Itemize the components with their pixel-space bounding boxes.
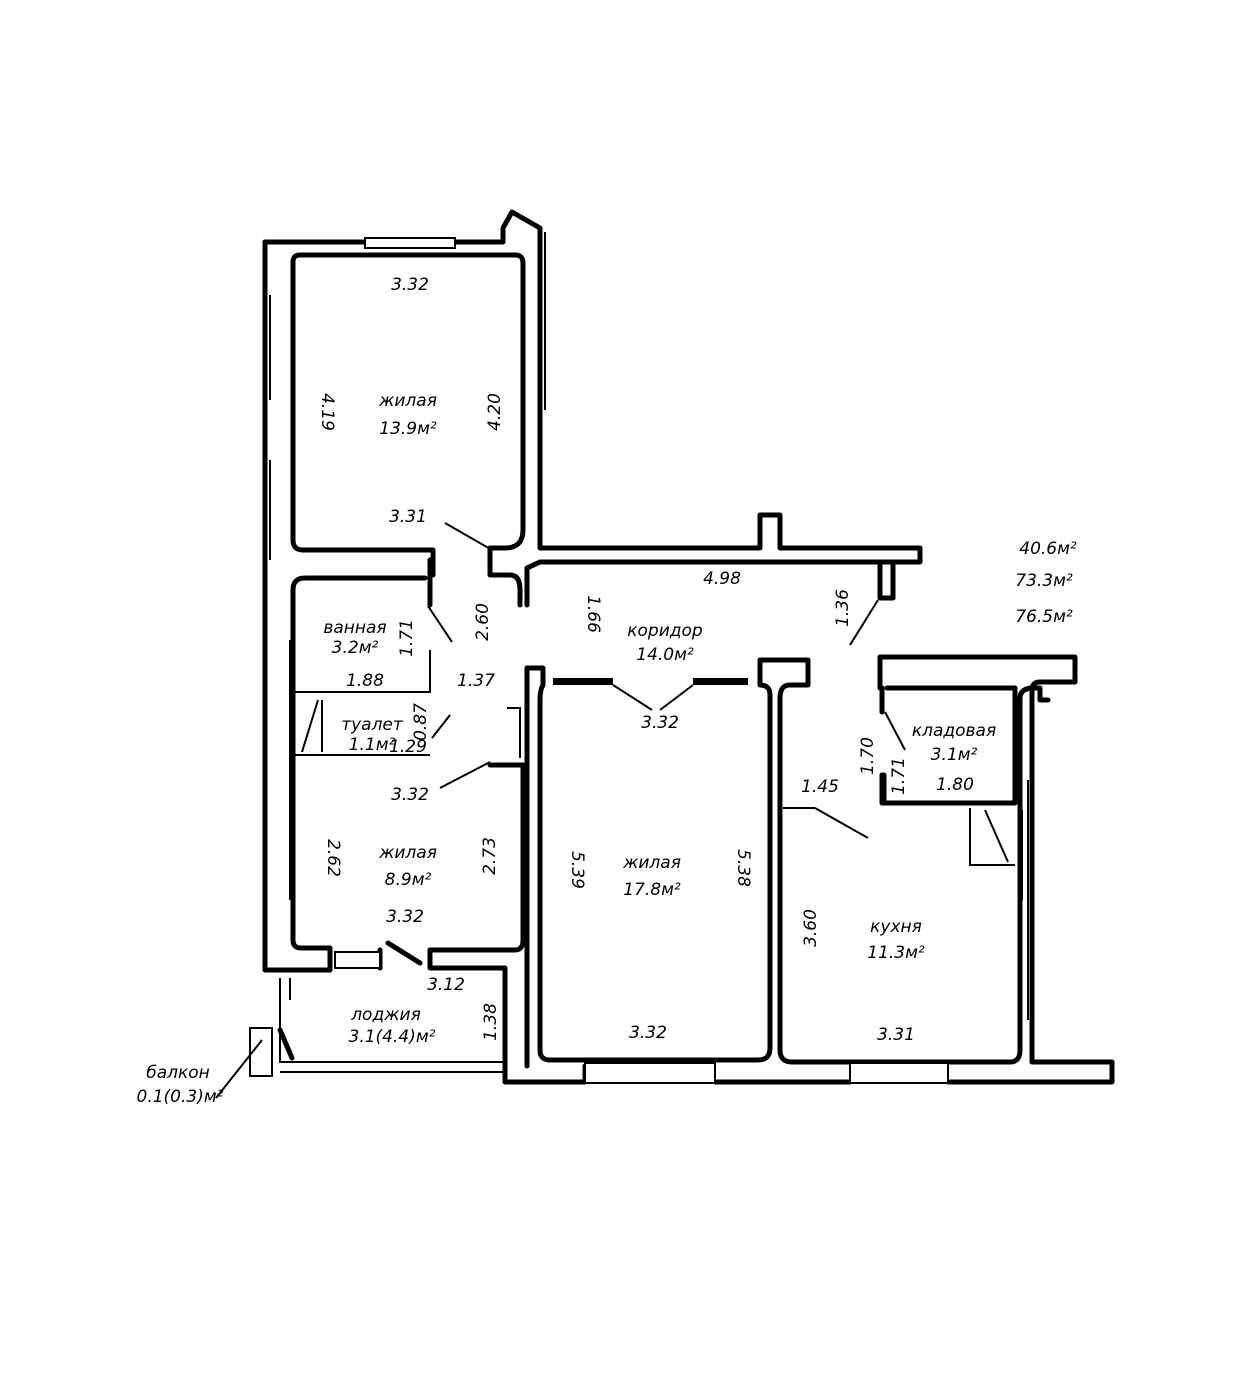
dim-label: 1.71 — [397, 619, 417, 657]
total-area-with-loggia: 76.5м² — [1015, 607, 1073, 627]
room-area-bedroom1: 13.9м² — [379, 419, 437, 439]
dim-label: 4.98 — [703, 569, 741, 589]
room-name-balcony: балкон — [146, 1063, 210, 1083]
room-name-bedroom2: жилая — [378, 843, 437, 863]
dim-label: 1.70 — [858, 737, 878, 775]
dim-label: 1.36 — [833, 589, 853, 627]
dim-label: 1.29 — [389, 737, 427, 757]
room-name-loggia: лоджия — [350, 1005, 421, 1025]
dim-label: 2.73 — [480, 837, 500, 875]
room-name-kitchen: кухня — [870, 917, 922, 937]
leader-lines — [215, 522, 906, 1099]
room-labels: жилая 13.9м² ванная 3.2м² туалет 1.1м² ж… — [137, 391, 997, 1107]
dim-label: 3.32 — [391, 275, 429, 295]
windows — [269, 232, 1029, 1084]
room-area-loggia: 3.1(4.4)м² — [349, 1027, 436, 1047]
room-name-living: жилая — [622, 853, 681, 873]
room-area-living: 17.8м² — [623, 880, 681, 900]
room-name-toilet: туалет — [341, 715, 404, 735]
dim-label: 1.45 — [801, 777, 839, 797]
room-area-toilet: 1.1м² — [349, 735, 396, 755]
walls — [249, 209, 1115, 1085]
dim-label: 3.31 — [389, 507, 427, 527]
dim-label: 3.31 — [877, 1025, 915, 1045]
room-name-bathroom: ванная — [323, 618, 386, 638]
dim-label: 2.60 — [473, 603, 493, 641]
dim-label: 1.88 — [346, 671, 384, 691]
dim-label: 5.38 — [733, 849, 753, 887]
dim-label: 1.66 — [583, 595, 603, 633]
area-totals: 40.6м² 73.3м² 76.5м² — [1015, 539, 1077, 627]
dim-label: 2.62 — [323, 839, 343, 877]
room-area-corridor: 14.0м² — [636, 645, 694, 665]
dim-label: 3.32 — [641, 713, 679, 733]
dim-label: 3.12 — [427, 975, 465, 995]
living-area-total: 40.6м² — [1019, 539, 1077, 559]
dim-label: 4.19 — [317, 393, 337, 431]
dim-label: 1.80 — [936, 775, 974, 795]
dim-label: 1.71 — [889, 757, 909, 795]
living-door-right — [693, 678, 748, 685]
dim-label: 3.60 — [801, 909, 821, 947]
room-area-balcony: 0.1(0.3)м² — [137, 1087, 224, 1107]
living-door-left — [553, 678, 613, 685]
doors — [277, 678, 887, 1061]
dimension-labels: 3.32 4.19 4.20 3.31 2.60 1.66 4.98 1.36 … — [317, 275, 974, 1045]
room-name-corridor: коридор — [627, 621, 703, 641]
room-area-bathroom: 3.2м² — [332, 638, 379, 658]
dim-label: 1.37 — [457, 671, 495, 691]
dim-label: 3.32 — [391, 785, 429, 805]
bedroom2-door — [385, 940, 423, 966]
dim-label: 1.38 — [481, 1003, 501, 1041]
room-area-bedroom2: 8.9м² — [385, 870, 432, 890]
loggia-door — [277, 1027, 295, 1061]
room-area-pantry: 3.1м² — [931, 745, 978, 765]
dim-label: 3.32 — [386, 907, 424, 927]
total-area: 73.3м² — [1015, 571, 1073, 591]
room-area-kitchen: 11.3м² — [867, 943, 925, 963]
dim-label: 4.20 — [485, 393, 505, 431]
room-name-bedroom1: жилая — [378, 391, 437, 411]
room-name-pantry: кладовая — [912, 721, 996, 741]
dim-label: 3.32 — [629, 1023, 667, 1043]
dim-label: 5.39 — [567, 851, 587, 889]
dim-label: 0.87 — [411, 703, 431, 741]
